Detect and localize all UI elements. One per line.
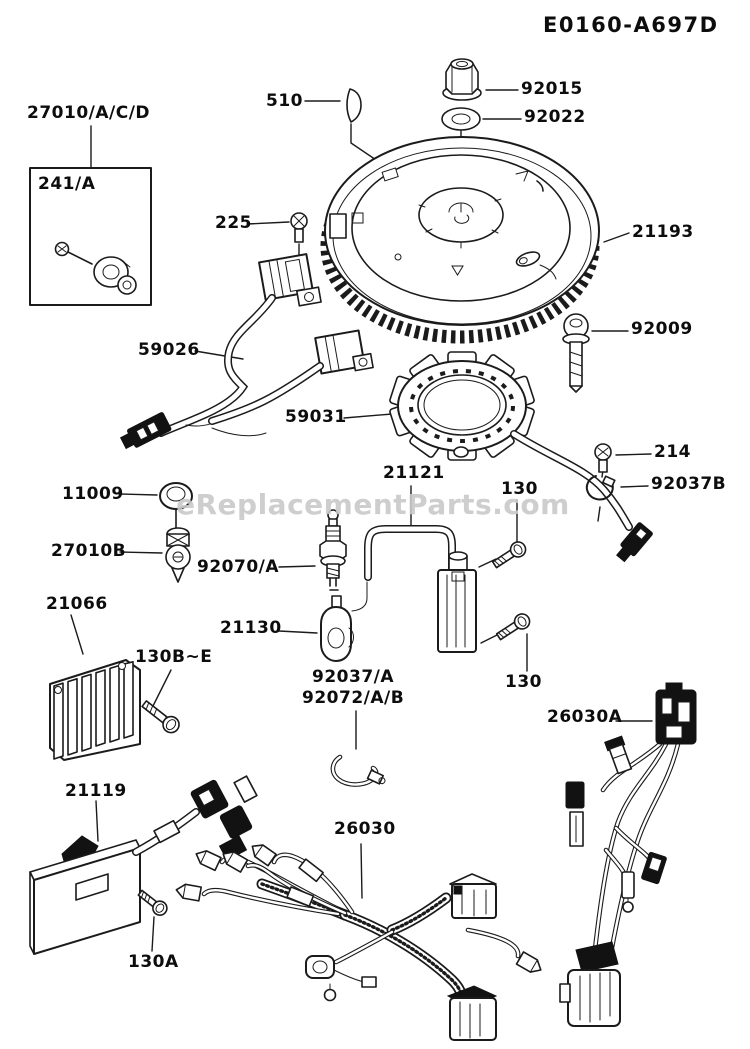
main-harness-drawing [175, 844, 542, 1041]
igniter-bolt-drawing [137, 889, 168, 916]
watermark: eReplacementParts.com [176, 488, 570, 521]
second-pickup-coil-drawing [208, 329, 374, 437]
part-label-92072-a-b: 92072/A/B [302, 688, 405, 708]
part-label-92022: 92022 [524, 107, 586, 127]
flywheel-nut-drawing [442, 58, 482, 101]
flywheel-drawing [320, 136, 600, 344]
grommet-drawing [159, 482, 193, 530]
band-clamp-drawing [330, 754, 386, 787]
ignition-coil-drawing [351, 525, 477, 653]
part-label-510: 510 [266, 91, 303, 111]
harness-connector-a [449, 873, 497, 919]
oil-pressure-switch-drawing [165, 527, 191, 583]
coil-bolt-lower-drawing [495, 613, 531, 641]
part-label-21119: 21119 [65, 781, 127, 801]
charging-coil-stator-drawing [389, 351, 653, 563]
part-label-21193: 21193 [632, 222, 694, 242]
spark-plug-drawing [319, 509, 347, 591]
harness-connector-b [446, 985, 498, 1041]
part-label-27010-a-c-d: 27010/A/C/D [27, 103, 151, 123]
pulsing-coil-drawing [119, 212, 322, 450]
clamp-screw-drawing [594, 443, 612, 473]
coil-bolt-upper-drawing [491, 541, 527, 569]
part-label-26030a: 26030A [547, 707, 623, 727]
part-label-214: 214 [654, 442, 691, 462]
part-label-130b-e: 130B~E [135, 647, 213, 667]
washer-drawing [441, 107, 481, 131]
cable-clamp-drawing [585, 475, 616, 501]
woodruff-key-drawing [346, 88, 362, 123]
part-label-21066: 21066 [46, 594, 108, 614]
part-label-21130: 21130 [220, 618, 282, 638]
voltage-regulator-drawing [49, 659, 141, 761]
part-label-59026: 59026 [138, 340, 200, 360]
part-label-59031: 59031 [285, 407, 347, 427]
part-label-225: 225 [215, 213, 252, 233]
part-label-92009: 92009 [631, 319, 693, 339]
part-label-92037-a: 92037/A [312, 667, 395, 687]
part-label-92015: 92015 [521, 79, 583, 99]
part-label-21121: 21121 [383, 463, 445, 483]
part-label-241-a: 241/A [38, 174, 96, 194]
part-label-130-upper: 130 [501, 479, 538, 499]
right-harness-drawing [559, 682, 697, 1027]
spark-plug-cap-drawing [320, 595, 354, 662]
diagram-code: E0160-A697D [543, 13, 719, 37]
regulator-bolt-drawing [141, 700, 180, 734]
part-label-27010b: 27010B [51, 541, 127, 561]
right-harness-main-connector [559, 941, 621, 1027]
part-label-11009: 11009 [62, 484, 124, 504]
part-label-92070-a: 92070/A [197, 557, 280, 577]
leader-lines [61, 89, 653, 952]
terminal-inset-box-drawing [29, 167, 152, 306]
part-label-92037b: 92037B [651, 474, 727, 494]
part-label-130a: 130A [128, 952, 179, 972]
stator-bolt-drawing [562, 313, 590, 393]
igniter-drawing [29, 775, 258, 955]
part-label-26030: 26030 [334, 819, 396, 839]
part-label-130-lower: 130 [505, 672, 542, 692]
